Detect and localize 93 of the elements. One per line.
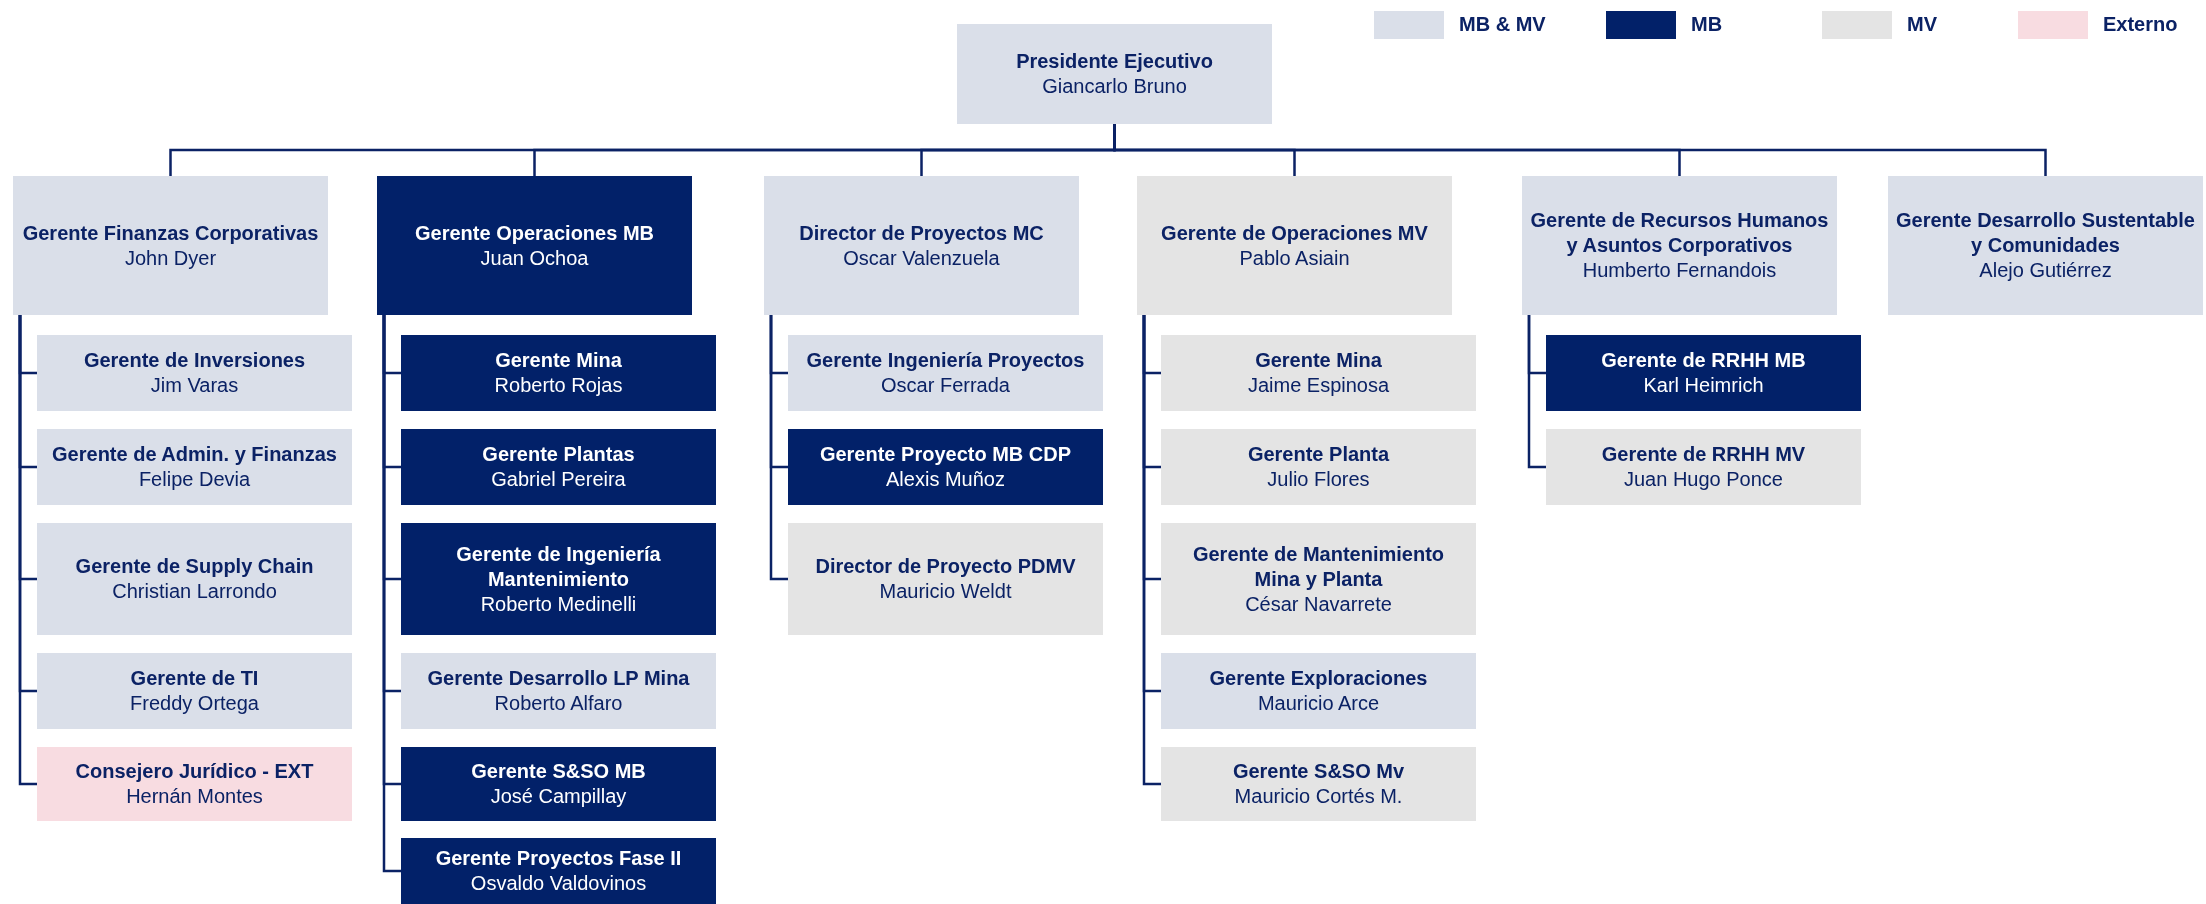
position-box <box>957 24 1272 124</box>
job-title: Consejero Jurídico - EXT <box>75 759 314 784</box>
position-box <box>401 747 716 821</box>
person-name: Hernán Montes <box>126 784 263 809</box>
position-box <box>401 335 716 411</box>
job-title: Gerente S&SO Mv <box>1232 759 1405 784</box>
job-title: Gerente de Supply Chain <box>75 554 314 579</box>
connector-line <box>18 315 37 786</box>
position-box <box>788 429 1103 505</box>
person-name: Alexis Muñoz <box>886 467 1005 492</box>
job-title: Gerente de TI <box>130 666 259 691</box>
position-box <box>377 176 692 315</box>
position-box <box>1888 176 2203 315</box>
position-box <box>37 653 352 729</box>
position-box <box>401 653 716 729</box>
person-name: Christian Larrondo <box>112 579 277 604</box>
job-title: Gerente Planta <box>1247 442 1390 467</box>
job-title: Gerente de RRHH MV <box>1601 442 1806 467</box>
person-name: Mauricio Cortés M. <box>1234 784 1403 809</box>
position-box <box>1161 429 1476 505</box>
position-box <box>37 429 352 505</box>
job-title: Gerente S&SO MB <box>471 759 646 784</box>
job-title: Presidente Ejecutivo <box>1016 49 1213 74</box>
job-title: Gerente de Mantenimiento Mina y Planta <box>1191 541 1446 592</box>
legend-label: Externo <box>2103 12 2178 37</box>
position-box <box>1546 335 1861 411</box>
legend-label: MB & MV <box>1459 12 1546 37</box>
person-name: Juan Ochoa <box>480 245 589 271</box>
position-box <box>1161 335 1476 411</box>
person-name: Felipe Devia <box>138 467 251 492</box>
person-name: Juan Hugo Ponce <box>1624 467 1783 492</box>
connector-line <box>1142 315 1161 786</box>
connector-line <box>769 315 788 581</box>
job-title: Gerente de Operaciones MV <box>1161 220 1428 246</box>
legend-label: MB <box>1691 12 1723 37</box>
person-name: Julio Flores <box>1267 467 1370 492</box>
job-title: Gerente Desarrollo LP Mina <box>427 666 690 691</box>
person-name: César Navarrete <box>1245 591 1392 617</box>
position-box <box>1161 653 1476 729</box>
person-name: Mauricio Arce <box>1257 691 1380 716</box>
position-box <box>37 523 352 635</box>
person-name: Jaime Espinosa <box>1247 373 1390 398</box>
person-name: Mauricio Weldt <box>879 579 1012 604</box>
position-box <box>37 747 352 821</box>
job-title: Gerente Exploraciones <box>1209 666 1428 691</box>
person-name: Osvaldo Valdovinos <box>470 871 647 896</box>
person-name: Freddy Ortega <box>130 691 259 716</box>
job-title: Gerente Mina <box>1255 348 1382 373</box>
person-name: Roberto Medinelli <box>480 591 637 617</box>
person-name: Jim Varas <box>150 373 239 398</box>
job-title: Gerente Proyectos Fase II <box>435 846 682 871</box>
position-box <box>788 335 1103 411</box>
job-title: Gerente de Admin. y Finanzas <box>52 442 337 467</box>
position-box <box>764 176 1079 315</box>
position-box <box>1137 176 1452 315</box>
connector-line <box>382 315 401 873</box>
person-name: Oscar Valenzuela <box>843 245 1000 271</box>
person-name: John Dyer <box>124 245 217 271</box>
job-title: Gerente Plantas <box>482 442 635 467</box>
person-name: Pablo Asiain <box>1239 245 1350 271</box>
job-title: Gerente de Ingeniería Mantenimiento <box>455 541 662 592</box>
position-box <box>1161 747 1476 821</box>
position-box <box>1161 523 1476 635</box>
position-box <box>1522 176 1837 315</box>
position-box <box>13 176 328 315</box>
position-box <box>401 523 716 635</box>
position-box <box>401 838 716 904</box>
job-title: Gerente de Recursos Humanos y Asuntos Corporativos <box>1530 208 1829 258</box>
person-name: Karl Heimrich <box>1643 373 1764 398</box>
person-name: Alejo Gutiérrez <box>1979 258 2112 283</box>
person-name: Humberto Fernandois <box>1582 258 1777 283</box>
position-box <box>401 429 716 505</box>
person-name: Gabriel Pereira <box>491 467 626 492</box>
position-box <box>37 335 352 411</box>
person-name: Giancarlo Bruno <box>1042 74 1187 99</box>
person-name: Oscar Ferrada <box>881 373 1010 398</box>
job-title: Gerente Desarrollo Sustentable y Comunidades <box>1896 208 2195 258</box>
position-box <box>1546 429 1861 505</box>
job-title: Gerente de RRHH MB <box>1601 348 1806 373</box>
job-title: Gerente Proyecto MB CDP <box>819 442 1072 467</box>
job-title: Director de Proyecto PDMV <box>815 554 1076 579</box>
person-name: Roberto Rojas <box>494 373 623 398</box>
legend-label: MV <box>1907 12 1937 37</box>
job-title: Gerente de Inversiones <box>83 348 306 373</box>
job-title: Gerente Operaciones MB <box>415 220 654 246</box>
job-title: Gerente Ingeniería Proyectos <box>806 348 1085 373</box>
job-title: Director de Proyectos MC <box>799 220 1044 246</box>
position-box <box>788 523 1103 635</box>
connector-line <box>1527 315 1546 469</box>
person-name: José Campillay <box>490 784 627 809</box>
job-title: Gerente Mina <box>495 348 622 373</box>
person-name: Roberto Alfaro <box>494 691 623 716</box>
job-title: Gerente Finanzas Corporativas <box>22 220 319 246</box>
